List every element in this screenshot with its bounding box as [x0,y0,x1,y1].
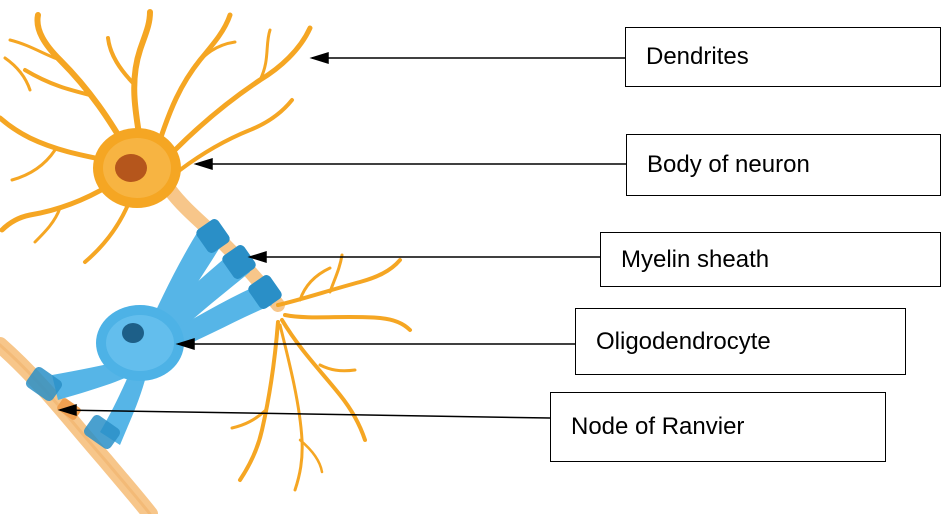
body-of-neuron-label-box: Body of neuron [626,134,941,196]
neuron-cell-body [93,128,181,208]
oligodendrocyte-label-box: Oligodendrocyte [575,308,906,375]
oligodendrocyte-body [96,305,184,381]
dendrites-label: Dendrites [646,43,749,71]
myelin-sheath-label: Myelin sheath [621,246,769,274]
arrow-node-of-ranvier [60,410,550,418]
node-of-ranvier-label-box: Node of Ranvier [550,392,886,462]
oligodendrocyte-label: Oligodendrocyte [596,328,771,356]
myelin-sheath-label-box: Myelin sheath [600,232,941,287]
oligodendrocyte-nucleus [122,323,144,343]
node-of-ranvier-label: Node of Ranvier [571,413,744,441]
body-of-neuron-label: Body of neuron [647,151,810,179]
neuron-nucleus [115,154,147,182]
dendrites-label-box: Dendrites [625,27,941,87]
